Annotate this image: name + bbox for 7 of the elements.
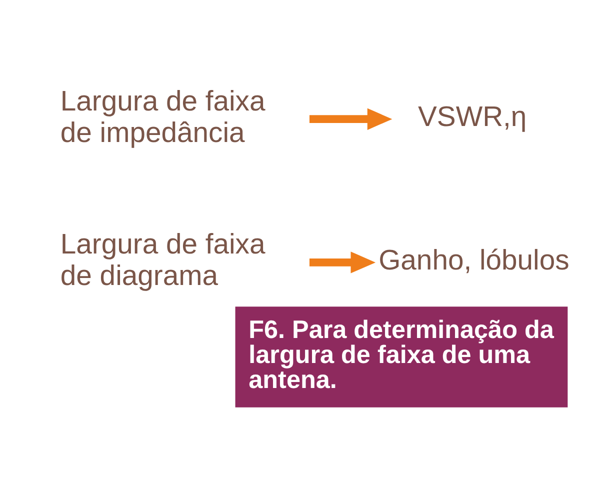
arrow bbox=[309, 252, 376, 274]
node-text: Ganho, lóbulos bbox=[378, 244, 570, 276]
arrow bbox=[309, 108, 392, 130]
caption: F6. Para determinação da largura de faixa de uma antena. bbox=[248, 316, 554, 394]
node-text: VSWR,η bbox=[418, 101, 527, 134]
node-text: Largura de faixa de diagrama bbox=[60, 228, 266, 292]
node-text: Largura de faixa de impedância bbox=[60, 85, 266, 149]
